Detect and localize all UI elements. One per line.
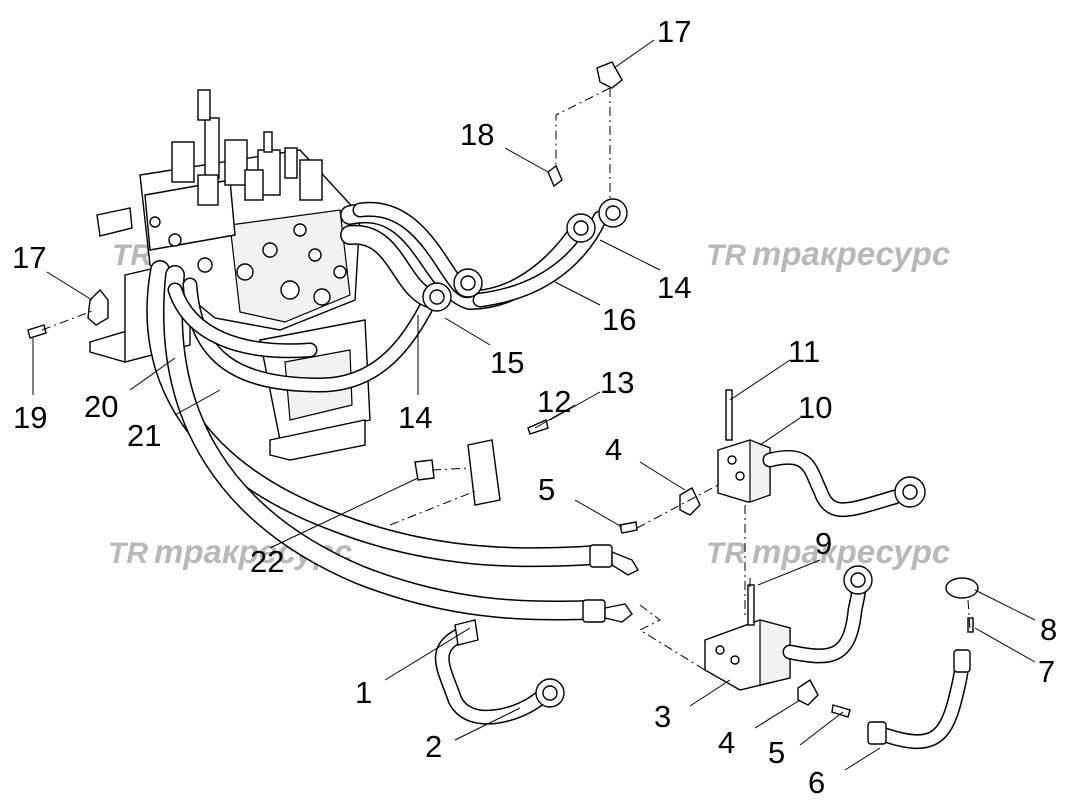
valve-3: [704, 565, 873, 691]
callout-8: 8: [1040, 612, 1057, 647]
callout-18: 18: [460, 117, 494, 152]
leader-lines: [32, 39, 1036, 771]
callout-17-left: 17: [12, 240, 46, 275]
watermark-logo: TR: [706, 537, 746, 570]
watermark-brand: тракресурс: [752, 533, 950, 570]
clamp-left: [87, 288, 109, 326]
valve-10: [717, 389, 926, 518]
watermark-top-right: TR тракресурс: [706, 235, 950, 272]
callout-16: 16: [602, 302, 636, 337]
callout-5-upper: 5: [538, 472, 555, 507]
callout-10: 10: [798, 390, 832, 425]
watermark-bottom-right: TR тракресурс: [706, 533, 950, 570]
assembly-lines: [41, 87, 971, 671]
callout-4-upper: 4: [605, 432, 622, 467]
callout-21: 21: [127, 418, 161, 453]
callout-14-upper: 14: [657, 270, 691, 305]
clamp-top: [596, 61, 623, 89]
callout-labels: 17 18 17 19 20 21 14 15 16 14 11 10 12 1…: [12, 14, 1057, 800]
callout-3: 3: [654, 699, 671, 734]
callout-5-lower: 5: [768, 735, 785, 770]
callout-9: 9: [815, 526, 832, 561]
bolt-top: [547, 164, 563, 188]
callout-15: 15: [490, 345, 524, 380]
hose-2: [434, 619, 565, 725]
clamp-4-lower: [797, 678, 851, 718]
clamp-4-upper: [619, 487, 701, 534]
hose-6: [867, 577, 979, 750]
watermark-brand: тракресурс: [752, 235, 950, 272]
watermark-logo: TR: [108, 537, 148, 570]
upper-hoses: [340, 198, 628, 312]
callout-7: 7: [1038, 654, 1055, 689]
callout-1: 1: [355, 675, 372, 710]
watermark-logo: TR: [706, 239, 746, 272]
callout-12: 12: [537, 384, 571, 419]
callout-4-lower: 4: [718, 725, 735, 760]
callout-20: 20: [84, 389, 118, 424]
callout-2: 2: [425, 729, 442, 764]
callout-17-top: 17: [657, 14, 691, 49]
callout-14-lower: 14: [398, 400, 432, 435]
bolt-left: [27, 324, 47, 339]
callout-11: 11: [788, 334, 820, 369]
callout-22: 22: [250, 544, 284, 579]
callout-13: 13: [600, 365, 634, 400]
clamp-middle: [414, 419, 549, 506]
watermark-logo: TR: [112, 239, 152, 272]
callout-19: 19: [13, 400, 47, 435]
callout-6: 6: [808, 765, 825, 800]
